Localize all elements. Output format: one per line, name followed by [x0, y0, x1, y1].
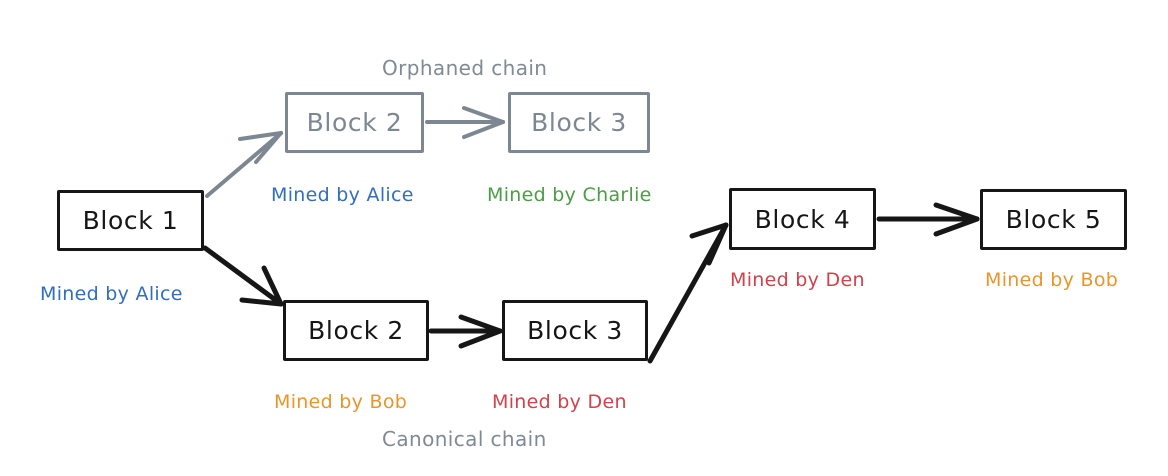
miner-caption-orphan-block-2: Mined by Alice [271, 184, 414, 206]
miner-caption-canonical-block-2: Mined by Bob [274, 391, 408, 413]
block-label: Block 5 [1005, 205, 1102, 234]
miner-caption-canonical-block-3: Mined by Den [492, 391, 627, 413]
arrow-block1-to-orphan-block2 [205, 131, 283, 198]
arrow-orphan-block2-to-block3 [425, 106, 505, 139]
arrow-canonical-block2-to-block3 [428, 314, 503, 349]
block-node-block-1[interactable]: Block 1 [57, 190, 204, 251]
orphaned-chain-title: Orphaned chain [382, 56, 548, 80]
block-label: Block 3 [527, 316, 623, 345]
canonical-chain-title: Canonical chain [382, 427, 547, 451]
block-label: Block 3 [531, 108, 627, 137]
arrow-canonical-block4-to-block5 [876, 202, 980, 237]
arrow-block1-to-canonical-block2 [202, 245, 284, 307]
block-label: Block 2 [306, 108, 403, 137]
block-node-canonical-block-2[interactable]: Block 2 [283, 300, 429, 361]
miner-caption-canonical-block-4: Mined by Den [730, 269, 865, 291]
block-label: Block 2 [308, 316, 404, 345]
arrow-canonical-block3-to-block4 [647, 222, 729, 364]
block-label: Block 1 [82, 206, 179, 235]
block-node-orphan-block-3[interactable]: Block 3 [508, 92, 650, 153]
block-node-canonical-block-5[interactable]: Block 5 [980, 189, 1127, 250]
block-node-orphan-block-2[interactable]: Block 2 [285, 92, 424, 153]
miner-caption-canonical-block-5: Mined by Bob [985, 269, 1119, 291]
block-node-canonical-block-4[interactable]: Block 4 [729, 188, 876, 250]
miner-caption-block-1: Mined by Alice [40, 283, 183, 305]
block-node-canonical-block-3[interactable]: Block 3 [502, 300, 648, 361]
block-label: Block 4 [754, 204, 851, 234]
miner-caption-orphan-block-3: Mined by Charlie [487, 184, 652, 206]
